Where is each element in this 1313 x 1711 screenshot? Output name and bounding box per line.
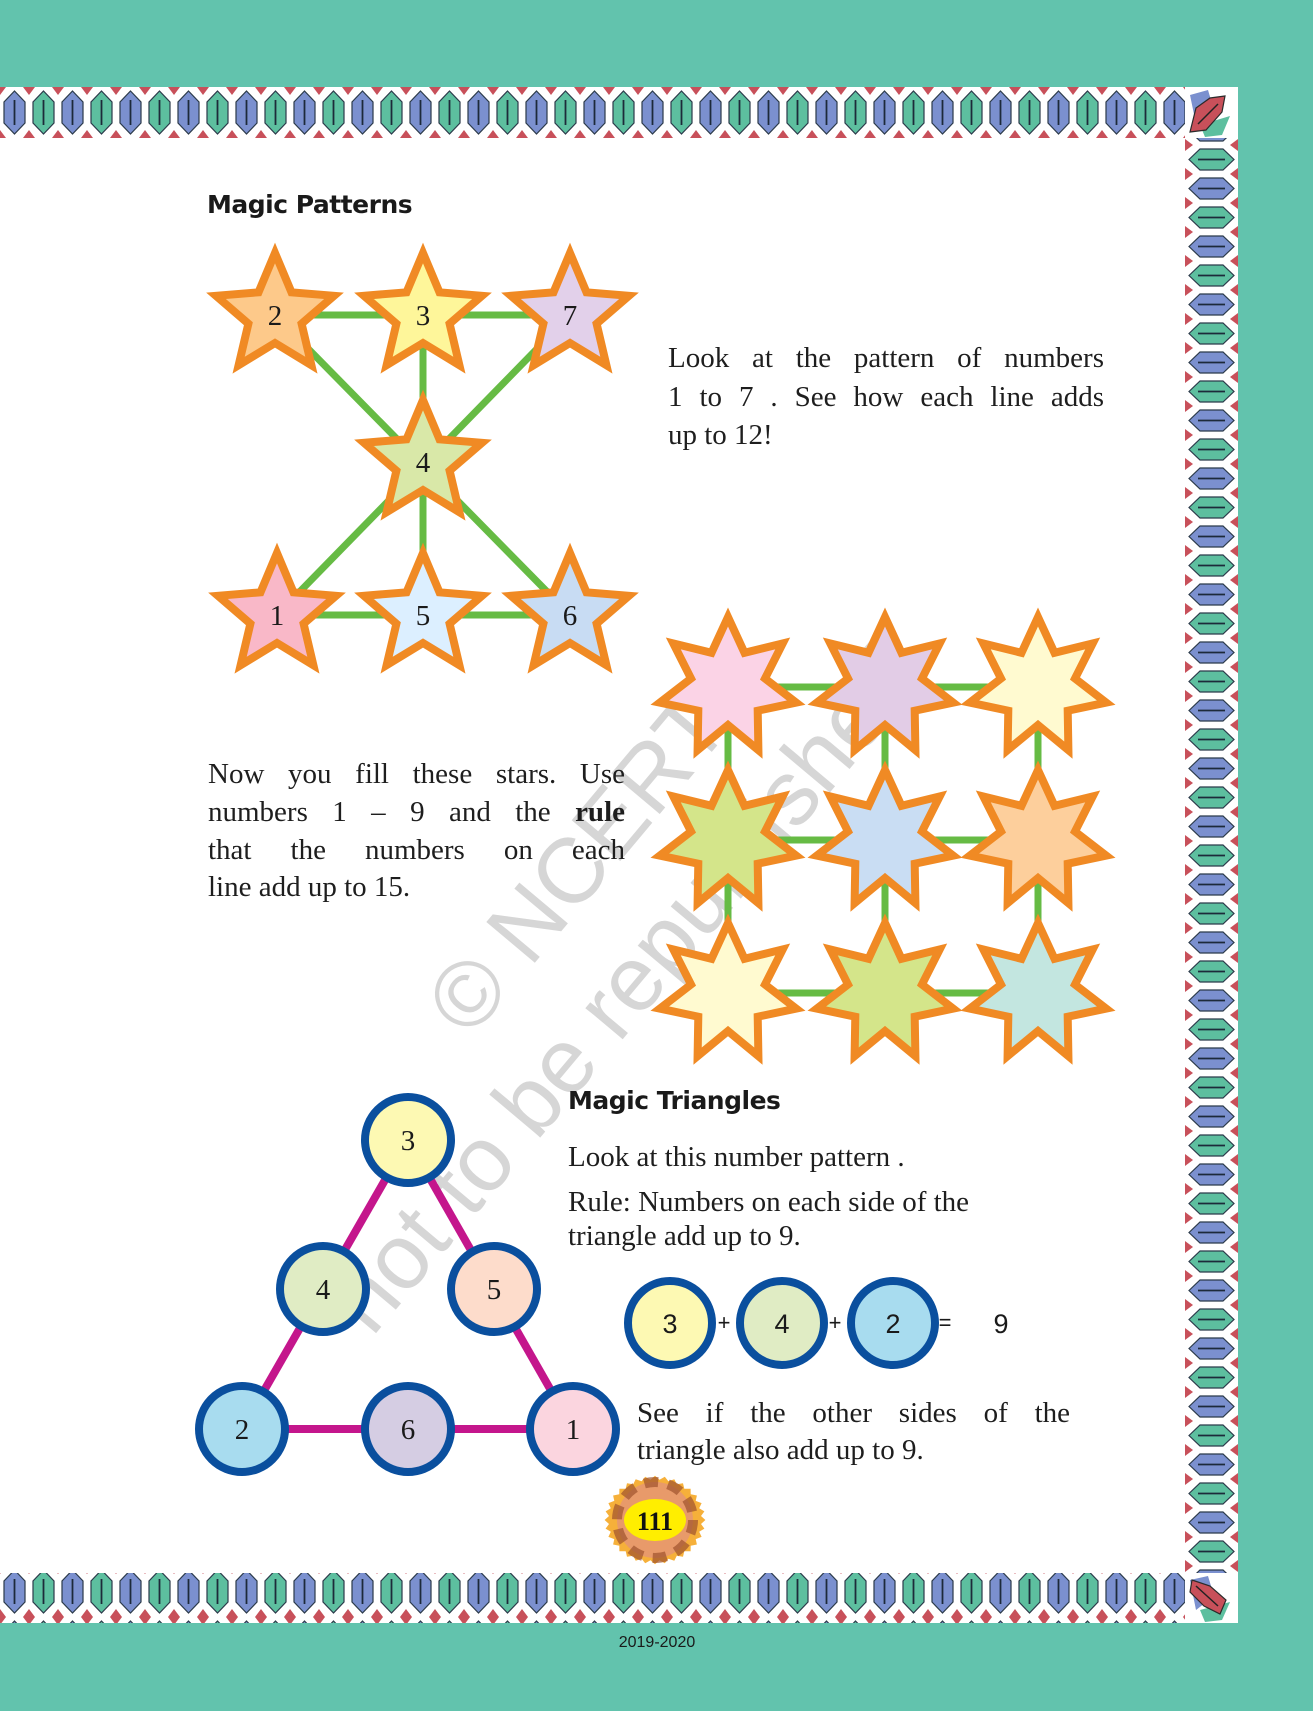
circle-shape xyxy=(624,1277,716,1369)
star-number: 1 xyxy=(270,600,285,632)
empty-star[interactable] xyxy=(960,760,1116,912)
circle-shape xyxy=(361,1093,455,1187)
star-number: 5 xyxy=(416,600,431,632)
equation-number: 4 xyxy=(774,1309,789,1339)
equation-equals: = xyxy=(939,1310,952,1335)
rule-line: triangle add up to 9. xyxy=(568,1220,801,1252)
circle-number: 2 xyxy=(235,1414,250,1446)
number-star: 7 xyxy=(501,242,639,374)
circle-shape xyxy=(447,1242,541,1336)
magic-patterns-title: Magic Patterns xyxy=(207,190,413,219)
equation-plus: + xyxy=(829,1310,842,1335)
equation-number: 2 xyxy=(885,1309,900,1339)
rule-line: Rule: Numbers on each side of the xyxy=(568,1186,970,1218)
closing-line: triangle also add up to 9. xyxy=(637,1434,924,1466)
number-star: 2 xyxy=(206,242,344,374)
number-circle: 2 xyxy=(195,1382,289,1476)
intro-line: Look at the pattern of numbers xyxy=(668,342,1104,374)
number-star: 1 xyxy=(208,542,346,674)
exercise-line: that the numbers on each xyxy=(208,833,625,866)
page-number: 111 xyxy=(637,1507,673,1536)
magic-triangles-rule: Rule: Numbers on each side of the triang… xyxy=(568,1185,969,1253)
exercise-instructions: Now you fill these stars. Use numbers 1 … xyxy=(208,756,625,907)
closing-line: See if the other sides of the xyxy=(637,1397,1070,1429)
right-border xyxy=(1185,138,1238,1573)
circle-number: 6 xyxy=(401,1414,416,1446)
star-number: 7 xyxy=(563,300,578,332)
equation: 3 4 2 + + = 9 xyxy=(624,1277,1009,1369)
magic-triangles-intro: Look at this number pattern . xyxy=(568,1141,905,1173)
star-shape xyxy=(354,242,492,374)
example-star-pattern: 2 3 7 4 1 5 6 xyxy=(206,242,639,674)
number-circle: 3 xyxy=(361,1093,455,1187)
circle-number: 5 xyxy=(487,1274,502,1306)
equation-result: 9 xyxy=(993,1309,1008,1339)
equation-term: 3 xyxy=(624,1277,716,1369)
equation-number: 3 xyxy=(662,1309,677,1339)
empty-star[interactable] xyxy=(807,760,963,912)
circle-number: 4 xyxy=(316,1274,331,1306)
number-circle: 4 xyxy=(276,1242,370,1336)
empty-star[interactable] xyxy=(650,607,806,759)
empty-star[interactable] xyxy=(960,607,1116,759)
star-shape xyxy=(501,242,639,374)
rule-word: rule xyxy=(575,795,625,828)
number-star: 3 xyxy=(354,242,492,374)
empty-star[interactable] xyxy=(960,913,1116,1065)
magic-triangle: 3 4 5 2 6 1 xyxy=(195,1093,620,1476)
number-star: 6 xyxy=(501,542,639,674)
circle-shape xyxy=(736,1277,828,1369)
page-number-badge: 111 xyxy=(604,1475,706,1565)
magic-triangles-closing: See if the other sides of the triangle a… xyxy=(637,1395,1070,1469)
equation-term: 2 xyxy=(847,1277,939,1369)
star-number: 4 xyxy=(416,447,431,479)
exercise-line: Now you fill these stars. Use xyxy=(208,758,625,790)
number-star: 5 xyxy=(354,542,492,674)
exercise-line: numbers 1 – 9 and the rule xyxy=(208,794,625,832)
magic-patterns-intro: Look at the pattern of numbers 1 to 7 . … xyxy=(668,339,1104,455)
star-shape xyxy=(208,542,346,674)
equation-plus: + xyxy=(718,1310,731,1335)
circle-shape xyxy=(847,1277,939,1369)
circle-shape xyxy=(195,1382,289,1476)
intro-line: 1 to 7 . See how each line adds xyxy=(668,380,1104,413)
corner-leaf-icon-bottom xyxy=(1185,1573,1238,1623)
star-shape xyxy=(206,242,344,374)
circle-shape xyxy=(276,1242,370,1336)
empty-star[interactable] xyxy=(650,760,806,912)
exercise-line: line add up to 15. xyxy=(208,871,411,904)
exercise-line-text: numbers 1 – 9 and the xyxy=(208,795,576,828)
star-shape xyxy=(501,542,639,674)
footer-year: 2019-2020 xyxy=(618,1634,696,1651)
star-shape xyxy=(354,389,492,521)
bottom-border xyxy=(0,1573,1185,1623)
circle-shape xyxy=(361,1382,455,1476)
empty-star[interactable] xyxy=(807,913,963,1065)
empty-star[interactable] xyxy=(807,607,963,759)
circle-shape xyxy=(526,1382,620,1476)
intro-line: up to 12! xyxy=(668,419,773,451)
exercise-star-grid xyxy=(650,607,1116,1065)
circle-number: 3 xyxy=(401,1125,416,1157)
corner-leaf-icon-top xyxy=(1185,87,1238,138)
number-star: 4 xyxy=(354,389,492,521)
star-shape xyxy=(354,542,492,674)
circle-number: 1 xyxy=(566,1414,581,1446)
number-circle: 5 xyxy=(447,1242,541,1336)
magic-triangles-title: Magic Triangles xyxy=(568,1086,781,1115)
star-number: 2 xyxy=(268,300,283,332)
empty-star[interactable] xyxy=(650,913,806,1065)
equation-term: 4 xyxy=(736,1277,828,1369)
number-circle: 1 xyxy=(526,1382,620,1476)
star-number: 3 xyxy=(416,300,431,332)
star-number: 6 xyxy=(563,600,578,632)
number-circle: 6 xyxy=(361,1382,455,1476)
top-border xyxy=(0,87,1185,138)
